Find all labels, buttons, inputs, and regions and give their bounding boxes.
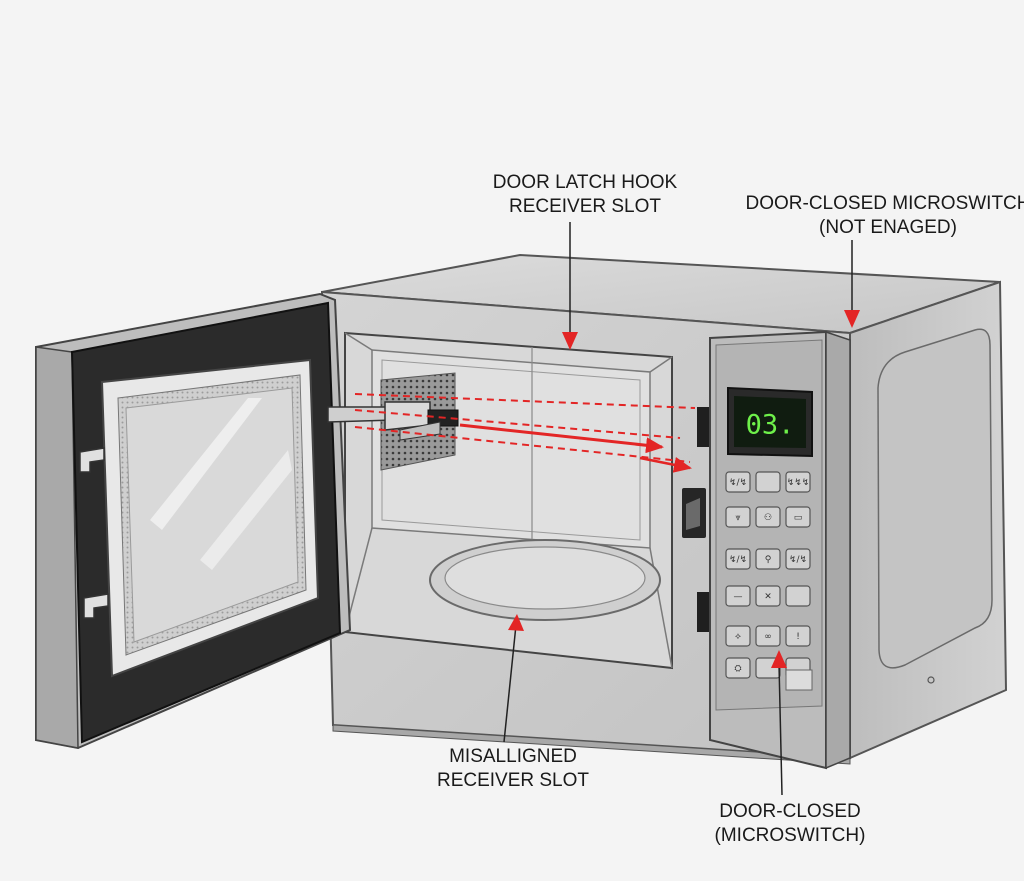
latch-callout-arrowhead: [562, 332, 578, 350]
lower-receiver-slot: [697, 592, 710, 632]
display-panel: 03.: [727, 386, 813, 458]
keypad-button-glyph: ✕: [764, 592, 772, 602]
alignment-lines: [354, 393, 696, 463]
latch-direction-arrow: [459, 423, 664, 454]
misaligned-label-line1: MISALLIGNED: [449, 746, 577, 767]
keypad-button-glyph: ⟡: [735, 632, 741, 642]
microswitch-callout-arrowhead: [844, 310, 860, 328]
indicator-window: [785, 669, 813, 691]
keypad: ↯/↯ ↯↯↯ ⩔ ⚇ ▭ ↯/↯ ⚲ ↯/↯ — ✕ ⟡ ∞! ⛭: [725, 471, 811, 679]
latch-label-line1: DOOR LATCH HOOK: [492, 172, 678, 193]
misaligned-label-line2: RECEIVER SLOT: [436, 770, 590, 791]
upper-receiver-slot: [697, 407, 710, 447]
keypad-button-glyph: —: [734, 592, 743, 602]
door-closed-label: DOOR-CLOSED (MICROSWITCH): [690, 800, 890, 848]
keypad-button[interactable]: ↯/↯: [725, 471, 751, 493]
keypad-button[interactable]: ⚲: [755, 548, 781, 570]
latch-receiver-label: DOOR LATCH HOOK RECEIVER SLOT: [470, 171, 700, 219]
keypad-button[interactable]: !: [785, 625, 811, 647]
keypad-button[interactable]: [755, 471, 781, 493]
keypad-button[interactable]: ↯/↯: [725, 548, 751, 570]
keypad-button-glyph: ⛭: [734, 664, 741, 674]
keypad-button-glyph: ↯↯↯: [787, 478, 810, 488]
keypad-button[interactable]: [785, 585, 811, 607]
turntable: [429, 539, 661, 621]
keypad-button-glyph: ▭: [794, 513, 803, 523]
keypad-button-glyph: !: [796, 632, 800, 642]
door-closed-label-line1: DOOR-CLOSED: [719, 801, 861, 822]
misaligned-callout-arrowhead: [508, 614, 524, 631]
microswitch-label: DOOR-CLOSED MICROSWITCH (NOT ENAGED): [738, 192, 1024, 240]
keypad-button[interactable]: ✕: [755, 585, 781, 607]
microwave-door: [35, 292, 352, 750]
keypad-button-glyph: ∞: [764, 632, 772, 642]
keypad-button[interactable]: ▭: [785, 506, 811, 528]
keypad-button-glyph: ⚲: [765, 555, 772, 565]
latch-direction-arrow-2: [639, 456, 692, 473]
microswitch-label-line1: DOOR-CLOSED MICROSWITCH: [745, 193, 1024, 214]
misaligned-slot-label: MISALLIGNED RECEIVER SLOT: [398, 745, 628, 793]
keypad-button-glyph: ⚇: [764, 513, 772, 523]
microswitch-label-line2: (NOT ENAGED): [819, 217, 957, 238]
keypad-button[interactable]: ⛭: [725, 657, 751, 679]
display-readout: 03.: [746, 410, 795, 441]
keypad-button[interactable]: ⩔: [725, 506, 751, 528]
keypad-button-glyph: ↯/↯: [789, 555, 807, 565]
keypad-button-glyph: ↯/↯: [729, 478, 747, 488]
keypad-button[interactable]: ⟡: [725, 625, 751, 647]
callout-pointers: [503, 222, 860, 796]
keypad-button[interactable]: ∞: [755, 625, 781, 647]
door-closed-label-line2: (MICROSWITCH): [714, 825, 866, 846]
keypad-button[interactable]: ↯/↯: [785, 548, 811, 570]
closed-switch-callout-arrowhead: [771, 650, 787, 668]
keypad-button[interactable]: ⚇: [755, 506, 781, 528]
keypad-button-glyph: ↯/↯: [729, 555, 747, 565]
keypad-button[interactable]: ↯↯↯: [785, 471, 811, 493]
latch-label-line2: RECEIVER SLOT: [508, 196, 662, 217]
keypad-button-glyph: ⩔: [735, 513, 740, 523]
keypad-button[interactable]: —: [725, 585, 751, 607]
